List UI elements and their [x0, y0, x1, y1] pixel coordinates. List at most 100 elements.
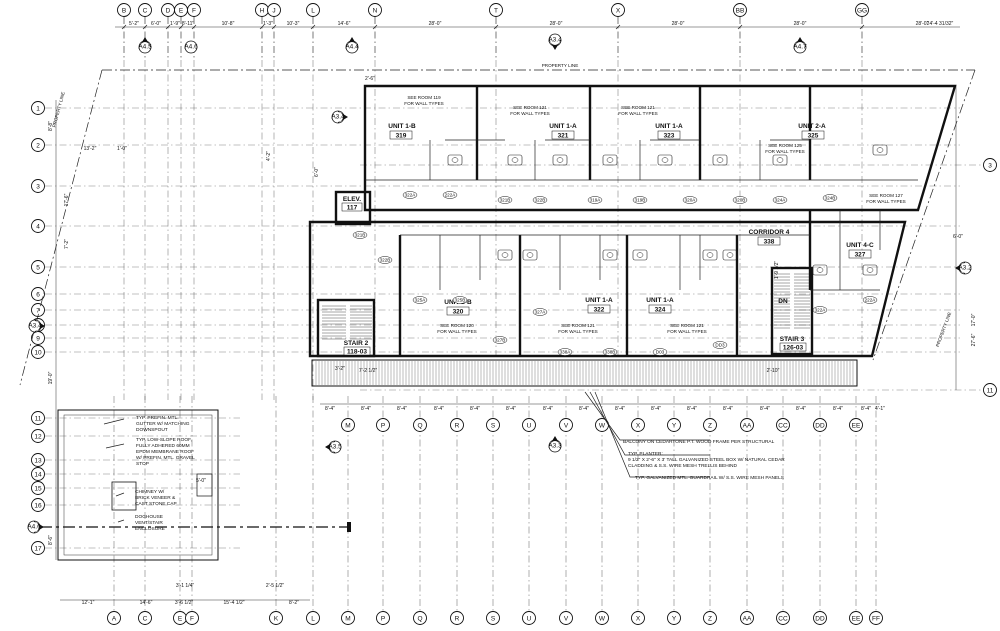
svg-text:M: M: [345, 615, 350, 622]
grid-bubble-left-11: 11: [31, 411, 45, 425]
elevator-label: ELEV.: [343, 196, 361, 203]
door-tag-label: 320A: [685, 198, 697, 203]
dim-bottom-row: 8'-4": [397, 406, 407, 412]
room-note: SEE ROOM 127: [869, 193, 903, 198]
svg-text:17: 17: [34, 545, 42, 552]
grid-bubble-bottom-E: E: [173, 611, 187, 625]
roof-note: CAST STONE CAP: [135, 501, 177, 507]
room-number: 323: [664, 133, 675, 140]
room-note: SEE ROOM 121: [513, 105, 547, 110]
svg-text:R: R: [455, 422, 460, 429]
dim-misc: 7'-2 1/2": [359, 368, 378, 374]
dim-misc: 13'-2": [84, 146, 97, 152]
svg-text:A3.4: A3.4: [548, 37, 562, 44]
room-unit-label: UNIT 1-B: [388, 123, 416, 130]
svg-text:Z: Z: [708, 422, 712, 429]
svg-text:Y: Y: [672, 422, 677, 429]
svg-text:Q: Q: [417, 615, 422, 622]
dim-bottom-row: 8'-4": [470, 406, 480, 412]
grid-bubble-bottom-Q: Q: [413, 611, 427, 625]
grid-bubble-mid-V: V: [559, 418, 573, 432]
svg-text:5: 5: [36, 264, 40, 271]
svg-text:10: 10: [34, 349, 42, 356]
svg-text:A4.4: A4.4: [345, 44, 359, 51]
dim-misc: 8'-6": [48, 535, 54, 545]
grid-bubble-mid-M: M: [341, 418, 355, 432]
room-labels: UNIT 1-B 319 SEE ROOM 119 FOR WALL TYPES…: [341, 95, 906, 356]
svg-text:15: 15: [34, 485, 42, 492]
dim-misc: 2'-6": [365, 76, 375, 82]
door-tag-label: 338A: [560, 350, 572, 355]
dim-bottom-row: 8'-4": [579, 406, 589, 412]
grid-bubble-bottom-EE: EE: [849, 611, 863, 625]
svg-text:9: 9: [36, 335, 40, 342]
svg-text:K: K: [274, 615, 279, 622]
svg-text:X: X: [636, 422, 641, 429]
svg-text:Q: Q: [417, 422, 422, 429]
svg-text:CC: CC: [778, 422, 788, 429]
building-walls: [308, 84, 957, 387]
elevator-number: 117: [347, 205, 358, 212]
callout-planter-detail-2: CLADDING & S.S. WIRE MESH TRELLIS BEHIND: [628, 463, 737, 469]
corridor-number: 338: [764, 239, 775, 246]
grid-bubble-bottom-F: F: [185, 611, 199, 625]
door-tag-label: 322A: [815, 308, 827, 313]
room-note: SEE ROOM 120: [440, 323, 474, 328]
dim-top: 10'-3": [287, 21, 300, 27]
section-marker: A4.7: [793, 37, 807, 54]
callout-balcony: BALCONY ON CEDARTONE P.T. WOOD FRAME PER…: [623, 439, 775, 445]
svg-text:A: A: [112, 615, 117, 622]
dim-bottom-left: 3'-6 1/2": [175, 600, 194, 606]
dim-top: 1'-9": [170, 21, 180, 27]
svg-text:A3.3: A3.3: [548, 443, 562, 450]
roof-note: W/ PREFIN. MTL. GRAVEL: [136, 455, 195, 461]
grid-bubble-left-16: 16: [31, 498, 45, 512]
svg-text:13: 13: [34, 457, 42, 464]
room-note: FOR WALL TYPES: [866, 199, 905, 204]
section-marker: A4.4: [345, 37, 359, 54]
svg-text:11: 11: [987, 387, 994, 394]
svg-text:6: 6: [36, 291, 40, 298]
dim-bottom-left: 8'-2": [289, 600, 299, 606]
stair-2-number: 118-03: [347, 349, 367, 356]
svg-text:P: P: [381, 422, 385, 429]
dim-bottom-left: 3'-1 1/4": [176, 583, 195, 589]
grid-bubble-bottom-X: X: [631, 611, 645, 625]
dim-bottom-row: 8'-4": [615, 406, 625, 412]
dim-bottom-left: 15'-4 1/2": [223, 600, 244, 606]
room-unit-label: UNIT 1-A: [655, 123, 683, 130]
svg-text:M: M: [345, 422, 350, 429]
dim-misc: 5'-0": [196, 478, 206, 484]
door-tag-label: 222A: [865, 298, 877, 303]
dim-misc: 1'-9 1/2": [774, 261, 780, 280]
roof-plan-inset: TYP. PREFIN. MTL. GUTTER W/ MATCHING DOW…: [57, 409, 219, 561]
grid-bubble-left-6: 6: [31, 287, 45, 301]
dim-bottom-row: 8'-4": [543, 406, 553, 412]
room-number: 325: [808, 133, 819, 140]
dim-top: 5'-2": [129, 21, 139, 27]
grid-bubble-bottom-K: K: [269, 611, 283, 625]
svg-text:EE: EE: [852, 615, 861, 622]
dim-misc: 17'-6": [64, 193, 70, 206]
grid-bubble-mid-Z: Z: [703, 418, 717, 432]
roof-note: FULLY ADHERED 60MM: [136, 443, 190, 449]
svg-text:N: N: [373, 7, 378, 14]
door-tag-label: 327B: [495, 338, 506, 343]
section-marker: A4.6: [184, 40, 198, 54]
callout-guardrail: TYP. GALVANIZED MTL. GUARDRAIL W/ S.S. W…: [635, 475, 784, 481]
svg-text:F: F: [192, 7, 196, 14]
svg-text:A4.6: A4.6: [184, 44, 198, 51]
room-note: FOR WALL TYPES: [667, 329, 706, 334]
svg-text:F: F: [190, 615, 194, 622]
door-tag-label: D03: [656, 350, 665, 355]
dim-bottom-left: 14'-6": [140, 600, 153, 606]
dim-top: 10'-8": [222, 21, 235, 27]
corridor-label: CORRIDOR 4: [749, 229, 790, 236]
grid-bubble-bottom-AA: AA: [740, 611, 754, 625]
plumbing-fixtures: [447, 144, 888, 276]
svg-text:S: S: [491, 422, 496, 429]
grid-bubble-left-12: 12: [31, 429, 45, 443]
grid-bubble-bottom-FF: FF: [869, 611, 883, 625]
